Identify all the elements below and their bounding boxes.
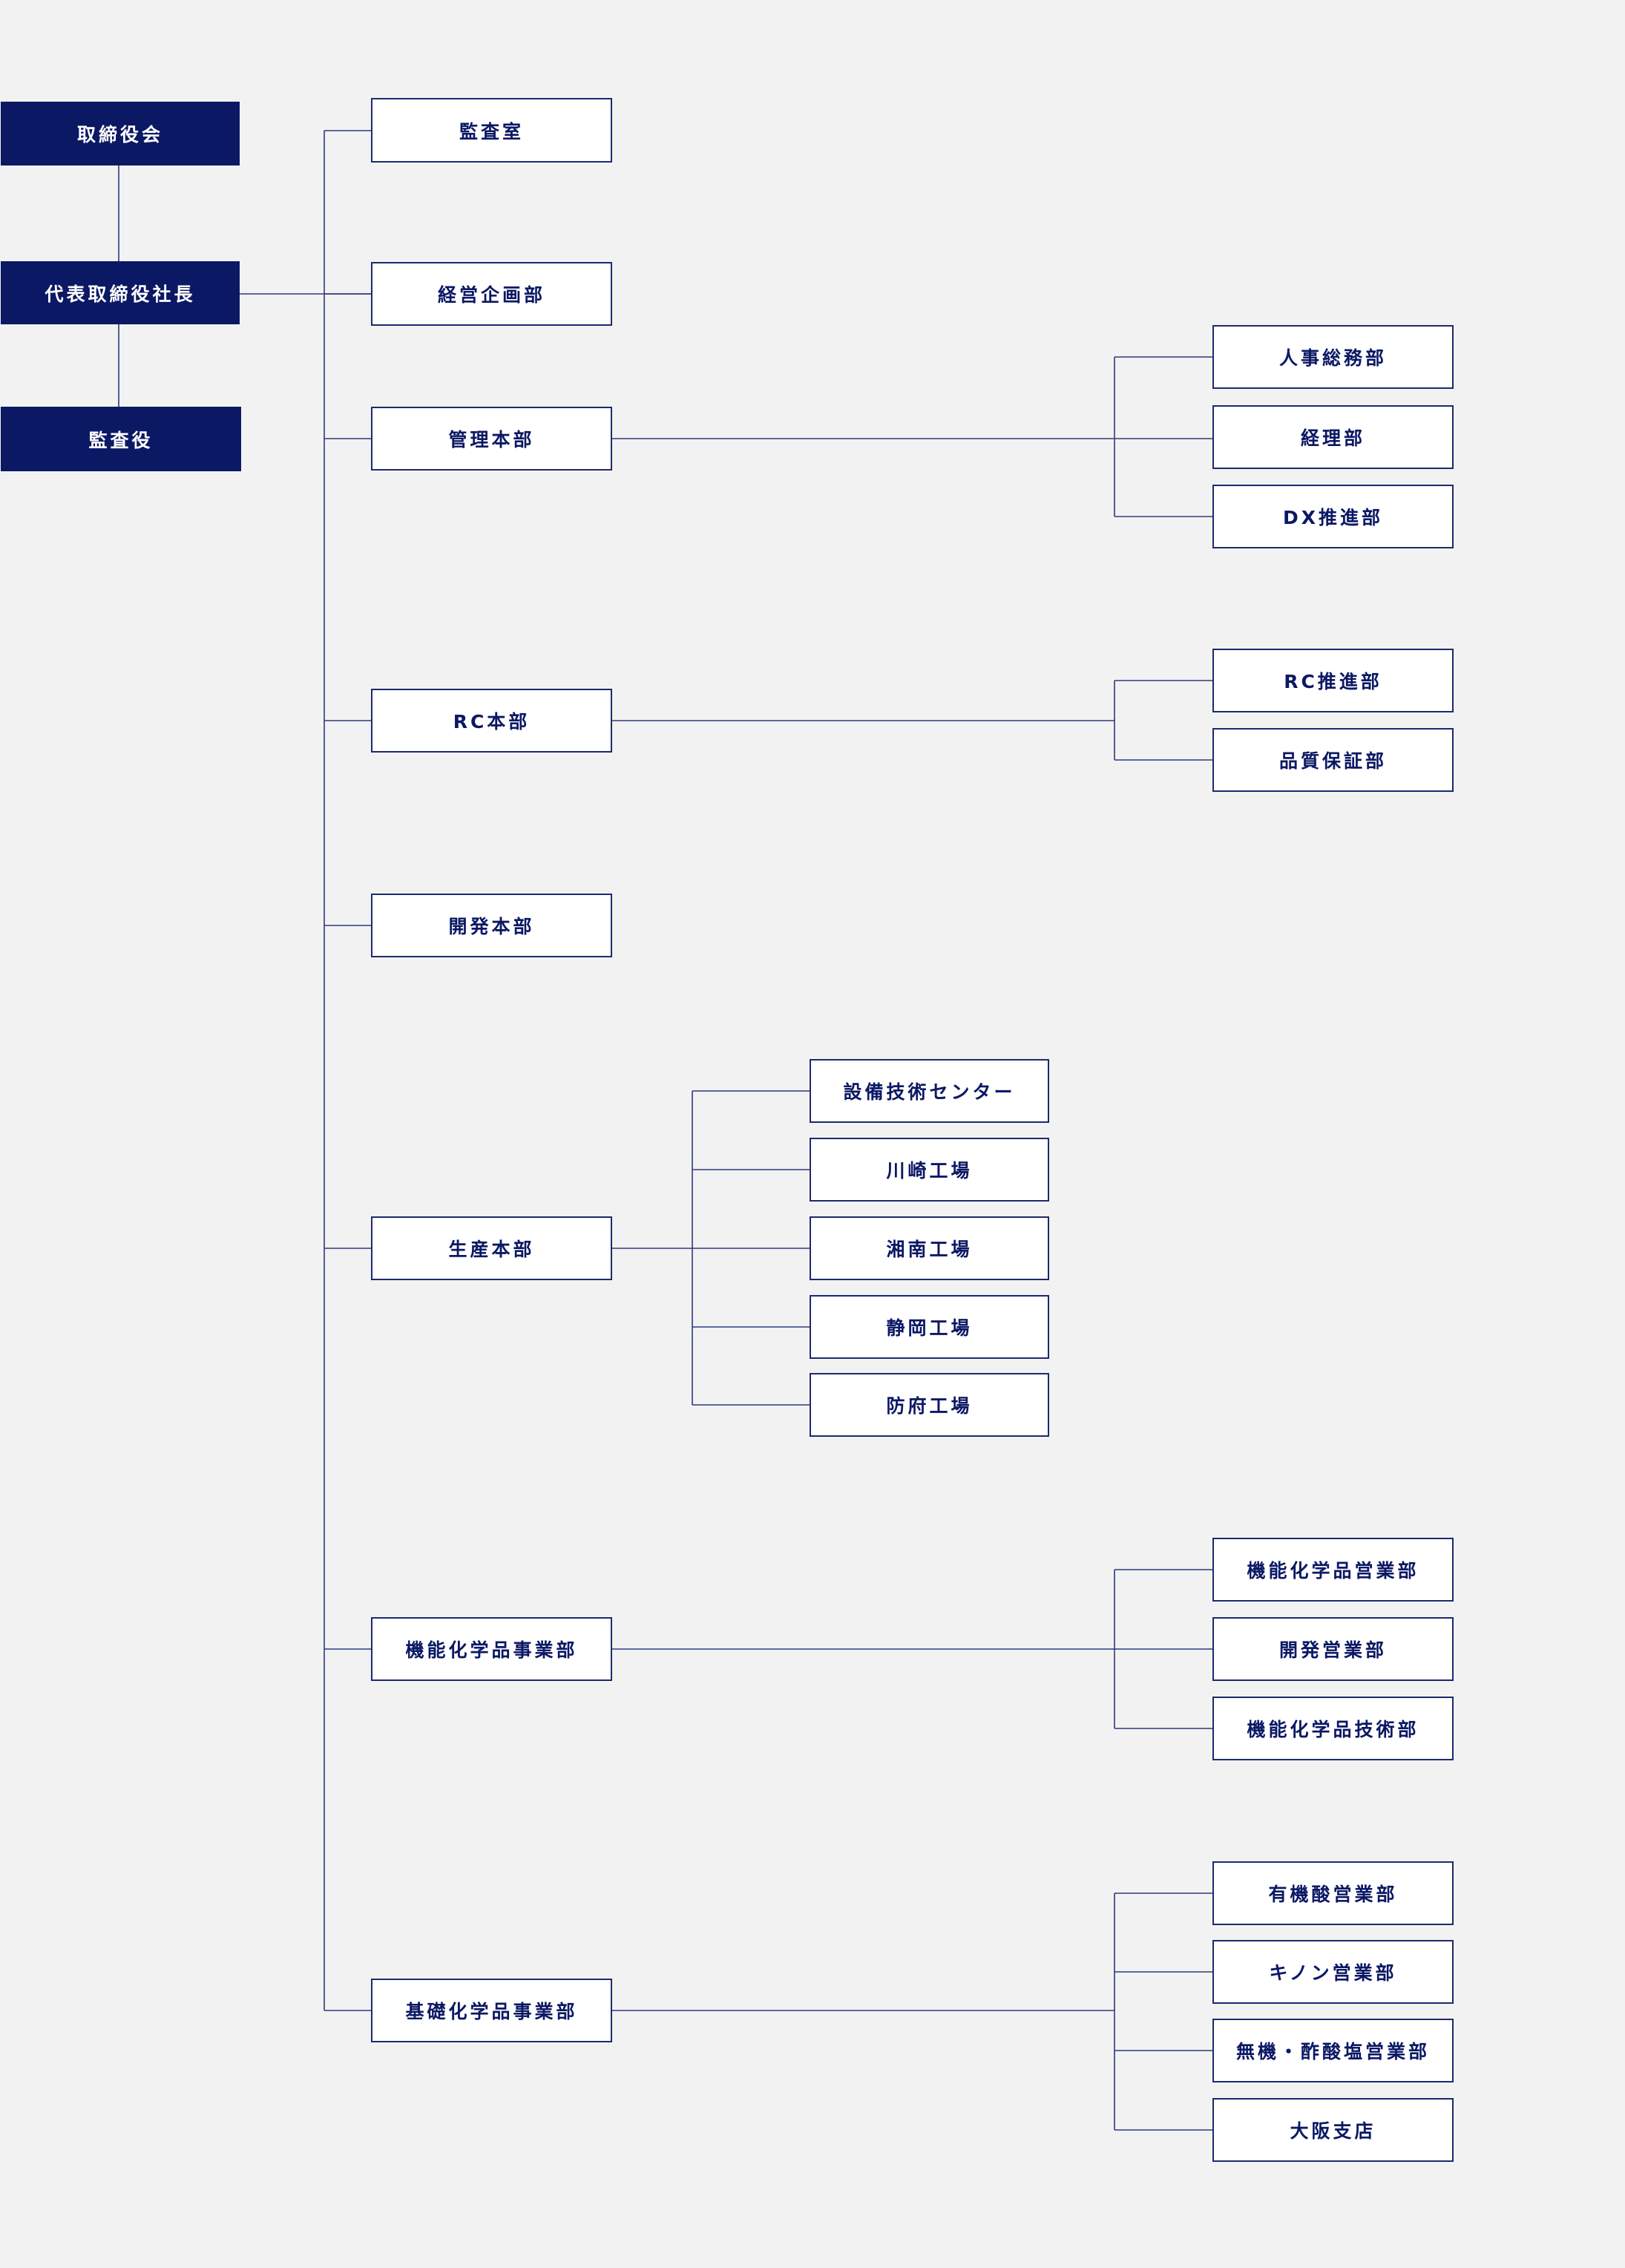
- accounting-box: 経理部: [1212, 405, 1454, 469]
- organic-acids-sales-box: 有機酸営業部: [1212, 1861, 1454, 1925]
- inorganic-acetate-sales-box: 無機・酢酸塩営業部: [1212, 2019, 1454, 2082]
- kawasaki-plant-box: 川崎工場: [810, 1138, 1049, 1202]
- development-sales-box: 開発営業部: [1212, 1617, 1454, 1681]
- shonan-plant-box: 湘南工場: [810, 1216, 1049, 1280]
- shizuoka-plant-box: 静岡工場: [810, 1295, 1049, 1359]
- quinone-sales-box: キノン営業部: [1212, 1940, 1454, 2004]
- hr-general-affairs-box: 人事総務部: [1212, 325, 1454, 389]
- production-division-box: 生産本部: [371, 1216, 612, 1280]
- auditor-box: 監査役: [1, 407, 241, 471]
- osaka-branch-box: 大阪支店: [1212, 2098, 1454, 2162]
- development-division-box: 開発本部: [371, 894, 612, 957]
- rc-division-box: RC本部: [371, 689, 612, 753]
- audit-office-box: 監査室: [371, 98, 612, 163]
- functional-chemicals-technology-box: 機能化学品技術部: [1212, 1697, 1454, 1760]
- administration-division-box: 管理本部: [371, 407, 612, 471]
- equipment-technology-center-box: 設備技術センター: [810, 1059, 1049, 1123]
- functional-chemicals-division-box: 機能化学品事業部: [371, 1617, 612, 1681]
- hofu-plant-box: 防府工場: [810, 1373, 1049, 1437]
- president-box: 代表取締役社長: [1, 261, 240, 324]
- corporate-planning-box: 経営企画部: [371, 262, 612, 326]
- quality-assurance-box: 品質保証部: [1212, 728, 1454, 792]
- rc-promotion-box: RC推進部: [1212, 649, 1454, 712]
- dx-promotion-box: DX推進部: [1212, 485, 1454, 548]
- functional-chemicals-sales-box: 機能化学品営業部: [1212, 1538, 1454, 1602]
- basic-chemicals-division-box: 基礎化学品事業部: [371, 1979, 612, 2042]
- board-of-directors-box: 取締役会: [1, 102, 240, 165]
